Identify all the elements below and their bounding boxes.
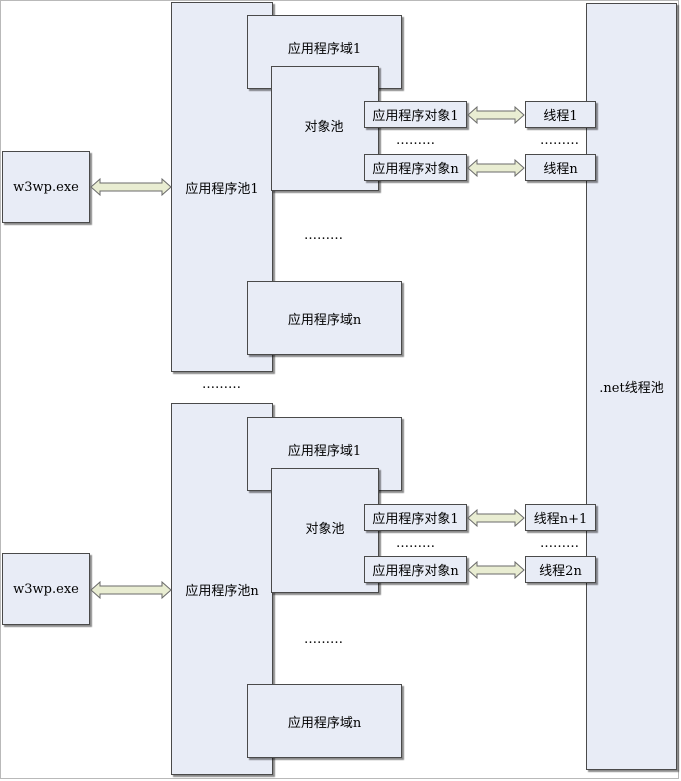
w3wp-process-1: w3wp.exe bbox=[2, 151, 90, 223]
thread-1-last: 线程n bbox=[525, 154, 596, 181]
thread-ellipsis-1: ……… bbox=[540, 133, 579, 148]
pool-ellipsis: ……… bbox=[202, 377, 241, 392]
app-object-1-first: 应用程序对象1 bbox=[364, 101, 467, 128]
object-pool-1: 对象池 bbox=[271, 66, 379, 191]
domain-ellipsis-1: ……… bbox=[304, 228, 343, 243]
object-pool-2: 对象池 bbox=[271, 468, 379, 593]
thread-2-first: 线程n+1 bbox=[525, 504, 596, 531]
app-domain-2-last-label: 应用程序域n bbox=[287, 715, 362, 731]
thread-2-last-label: 线程2n bbox=[539, 564, 582, 579]
thread-1-last-label: 线程n bbox=[543, 162, 578, 177]
thread-1-first-label: 线程1 bbox=[543, 109, 578, 124]
thread-1-first: 线程1 bbox=[525, 101, 596, 128]
app-object-2-first-label: 应用程序对象1 bbox=[372, 512, 459, 527]
app-object-2-last-label: 应用程序对象n bbox=[372, 564, 459, 579]
object-pool-2-label: 对象池 bbox=[305, 522, 345, 537]
app-object-2-first: 应用程序对象1 bbox=[364, 504, 467, 531]
net-thread-pool-label: .net线程池 bbox=[599, 381, 664, 396]
w3wp-process-2: w3wp.exe bbox=[2, 553, 90, 625]
app-domain-1-last: 应用程序域n bbox=[247, 281, 402, 355]
app-domain-2-last: 应用程序域n bbox=[247, 684, 402, 758]
w3wp-process-1-label: w3wp.exe bbox=[13, 179, 79, 195]
app-object-1-last: 应用程序对象n bbox=[364, 154, 467, 181]
thread-ellipsis-2: ……… bbox=[540, 536, 579, 551]
app-pool-1-label: 应用程序池1 bbox=[185, 181, 259, 197]
app-pool-n-label: 应用程序池n bbox=[185, 583, 259, 599]
app-object-1-first-label: 应用程序对象1 bbox=[372, 109, 459, 124]
app-domain-1-first-label: 应用程序域1 bbox=[287, 42, 362, 57]
object-ellipsis-1: ……… bbox=[396, 133, 435, 148]
net-thread-pool: .net线程池 bbox=[586, 3, 677, 770]
object-pool-1-label: 对象池 bbox=[304, 120, 344, 135]
domain-ellipsis-2: ……… bbox=[304, 632, 343, 647]
app-domain-2-first-label: 应用程序域1 bbox=[287, 444, 362, 459]
thread-2-last: 线程2n bbox=[525, 556, 596, 583]
app-object-1-last-label: 应用程序对象n bbox=[372, 162, 459, 177]
app-domain-1-last-label: 应用程序域n bbox=[287, 312, 362, 328]
thread-2-first-label: 线程n+1 bbox=[533, 512, 588, 527]
app-object-2-last: 应用程序对象n bbox=[364, 556, 467, 583]
object-ellipsis-2: ……… bbox=[396, 536, 435, 551]
w3wp-process-2-label: w3wp.exe bbox=[13, 581, 79, 597]
